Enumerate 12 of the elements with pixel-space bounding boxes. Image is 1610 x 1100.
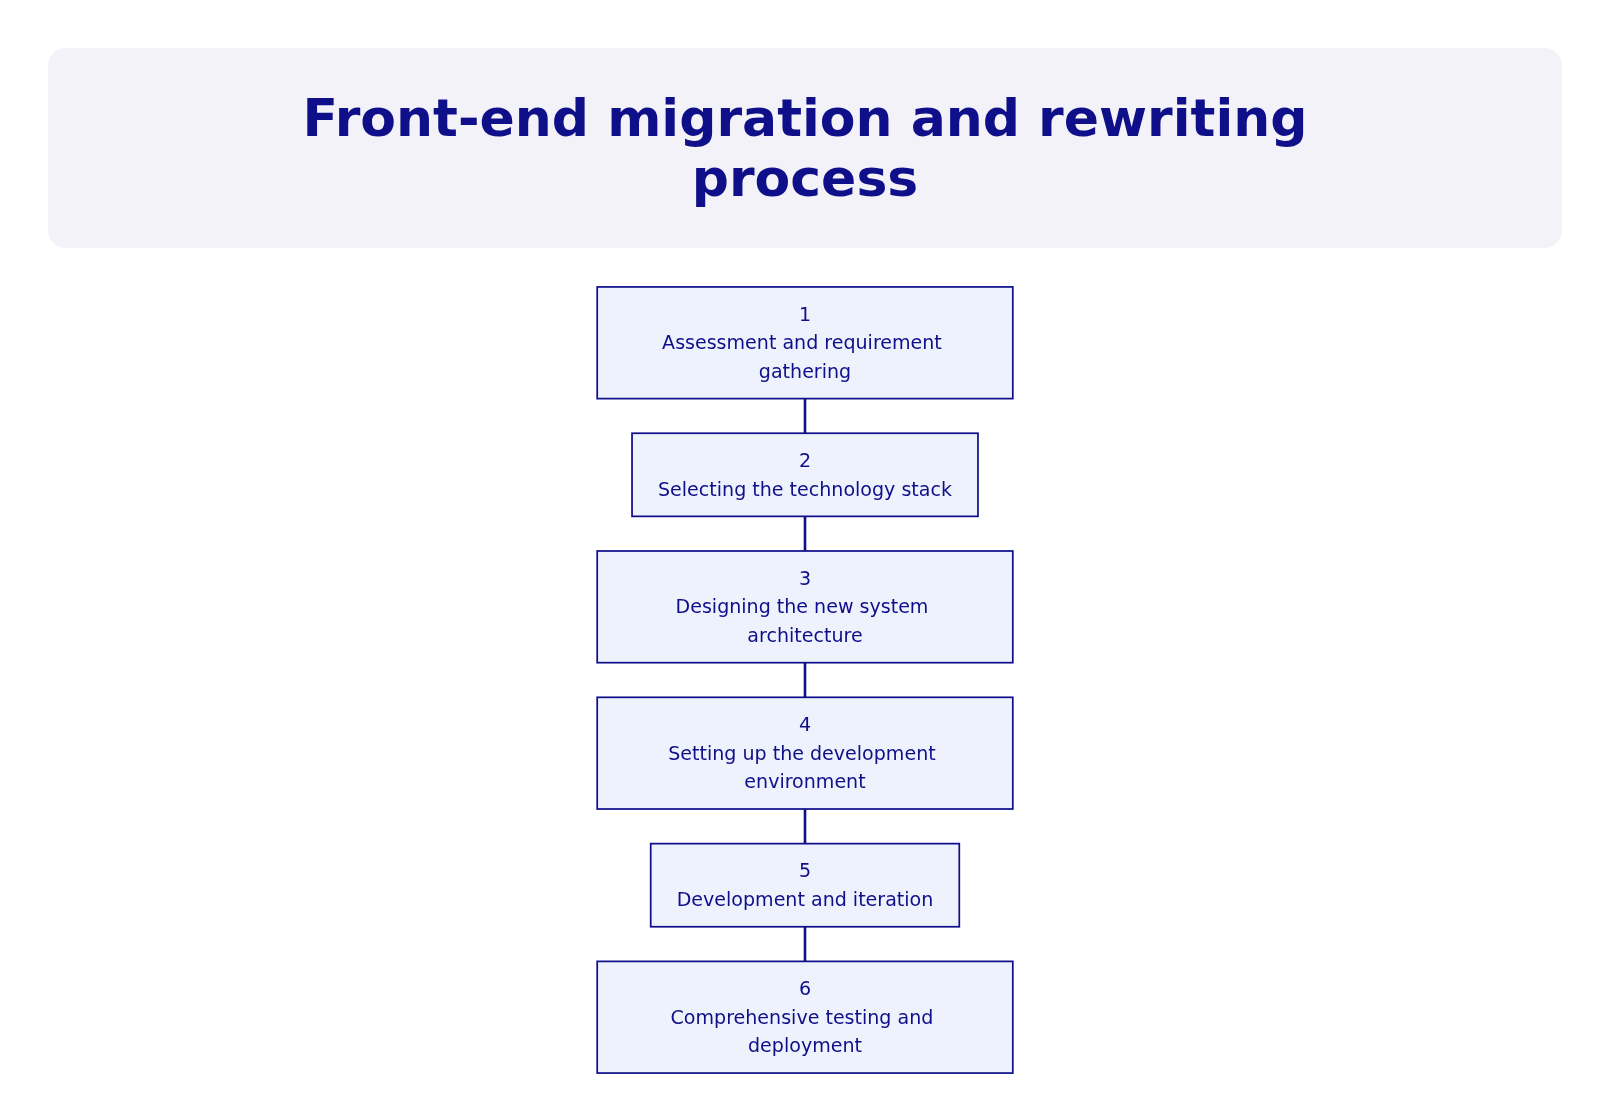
node-box: 6 Comprehensive testing and deployment (596, 960, 1014, 1074)
connector (803, 516, 807, 551)
node-box: 5 Development and iteration (649, 842, 961, 928)
connector (803, 398, 807, 434)
node-box: 1 Assessment and requirement gathering (596, 286, 1014, 400)
connector (803, 809, 807, 844)
node-box: 3 Designing the new system architecture (596, 550, 1014, 664)
node-box: 4 Setting up the development environment (596, 696, 1014, 810)
connector (803, 662, 807, 698)
title: Front-end migration and rewriting process (48, 48, 1562, 248)
node-box: 2 Selecting the technology stack (631, 432, 979, 518)
connector (803, 926, 807, 962)
